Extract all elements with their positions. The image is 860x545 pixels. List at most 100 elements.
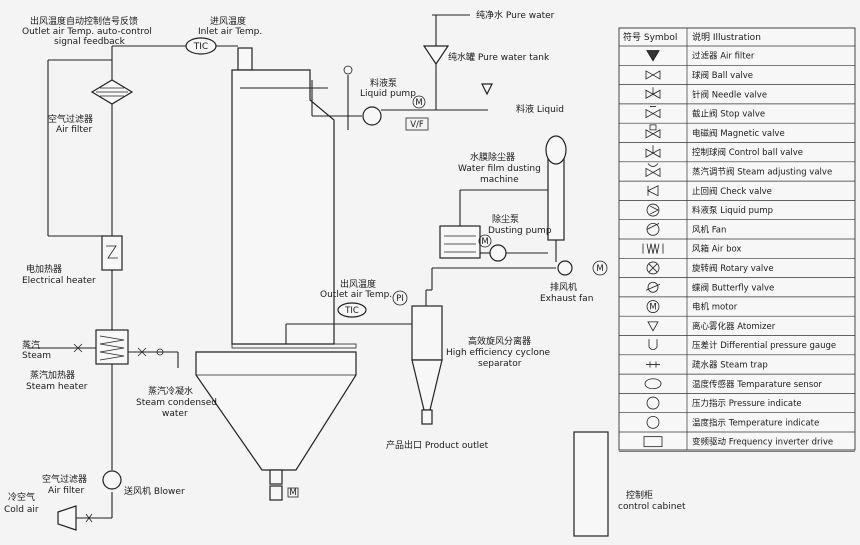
legend-row: 风箱 Air box xyxy=(619,243,855,259)
legend-row: 过滤器 Air filter xyxy=(619,50,855,66)
exhaust-fan-cn: 排风机 xyxy=(550,281,577,293)
outlet-temp-en: Outlet air Temp. xyxy=(320,290,392,300)
air-box-symbol xyxy=(642,243,664,254)
liquid-pump-cn: 料液泵 xyxy=(370,77,397,89)
pure-water-label: 纯净水 Pure water xyxy=(476,9,555,21)
air-distributor xyxy=(237,47,253,71)
legend-row: 旋转阀 Rotary valve xyxy=(619,261,855,278)
svg-text:V/F: V/F xyxy=(410,120,424,130)
steam-condensed-en2: water xyxy=(162,409,188,419)
water-film-cn: 水膜除尘器 xyxy=(470,151,515,163)
legend-item-label: 针阀 Needle valve xyxy=(692,89,767,100)
product-outlet-label: 产品出口 Product outlet xyxy=(386,439,489,451)
legend-item-label: 过滤器 Air filter xyxy=(692,51,755,62)
liquid-label: 料液 Liquid xyxy=(516,103,564,115)
diagram-labels: 出风温度自动控制信号反馈 Outlet air Temp. auto-contr… xyxy=(4,9,686,515)
motor-symbol: M xyxy=(646,300,660,313)
steam-cn: 蒸汽 xyxy=(22,339,40,351)
legend-row: 蒸汽调节阀 Steam adjusting valve xyxy=(619,163,855,182)
steam-en: Steam xyxy=(22,351,51,361)
steam-heater-cn: 蒸汽加热器 xyxy=(30,369,75,381)
dusting-pump-cn: 除尘泵 xyxy=(492,213,519,225)
legend-item-label: 蒸汽调节阀 Steam adjusting valve xyxy=(692,166,832,177)
legend-header-illustration: 说明 Illustration xyxy=(692,31,761,43)
exhaust-fan-group: M xyxy=(426,240,608,291)
legend-row: M 电机 motor xyxy=(619,300,855,317)
air-filter-bottom-cn: 空气过滤器 xyxy=(42,473,87,485)
cyclone-en2: separator xyxy=(478,359,522,369)
needle-valve-symbol xyxy=(645,87,661,99)
dusting-pump-en: Dusting pump xyxy=(488,226,552,236)
stop-valve-symbol xyxy=(645,106,661,119)
electrical-heater-cn: 电加热器 xyxy=(26,263,62,275)
water-film-en1: Water film dusting xyxy=(458,164,541,174)
differential-pressure-gauge-symbol xyxy=(648,339,658,351)
check-valve-symbol xyxy=(647,185,659,197)
liquid-pump xyxy=(362,106,382,126)
legend-row: 控制球阀 Control ball valve xyxy=(619,145,855,163)
inlet-temp-controller: TIC xyxy=(185,37,253,71)
outlet-temp-cn: 出风温度 xyxy=(340,278,376,290)
legend-row: 压力指示 Pressure indicate xyxy=(619,396,855,414)
pure-water-tank-label: 纯水罐 Pure water tank xyxy=(448,51,550,63)
outlet-feedback-en1: Outlet air Temp. auto-control xyxy=(22,27,152,37)
legend-item-label: 温度指示 Temperature indicate xyxy=(692,417,819,428)
air-supply-line xyxy=(28,45,238,531)
outlet-feedback-en2: signal feedback xyxy=(54,37,126,47)
legend-item-label: 离心雾化器 Atomizer xyxy=(692,321,776,332)
legend-item-label: 压差计 Differential pressure gauge xyxy=(692,340,836,351)
steam-heater xyxy=(95,329,129,365)
liquid-pump-en: Liquid pump xyxy=(360,89,416,99)
legend-item-label: 疏水器 Steam trap xyxy=(692,359,768,370)
legend-item-label: 止回阀 Check valve xyxy=(692,186,772,197)
control-ball-valve-symbol xyxy=(645,145,661,158)
legend-row: 风机 Fan xyxy=(619,222,855,240)
temperature-sensor-symbol xyxy=(644,378,662,390)
control-cabinet-en: control cabinet xyxy=(618,502,686,512)
legend-row: 电磁阀 Magnetic valve xyxy=(619,124,855,143)
fan-symbol xyxy=(646,222,660,236)
legend-item-label: 控制球阀 Control ball valve xyxy=(692,147,803,158)
legend-row: 球阀 Ball valve xyxy=(619,70,855,85)
dusting-pump xyxy=(489,244,507,262)
legend-item-label: 风箱 Air box xyxy=(692,244,741,255)
outlet-feedback-cn: 出风温度自动控制信号反馈 xyxy=(30,15,138,27)
svg-text:M: M xyxy=(596,264,603,274)
legend-item-label: 变频驱动 Frequency inverter drive xyxy=(692,437,833,448)
svg-text:TIC: TIC xyxy=(193,42,208,52)
legend-row: 压差计 Differential pressure gauge xyxy=(619,339,855,356)
svg-text:M: M xyxy=(289,488,296,498)
svg-text:M: M xyxy=(649,303,656,313)
legend-item-label: 压力指示 Pressure indicate xyxy=(692,398,802,409)
air-filter-top-en: Air filter xyxy=(56,125,92,135)
liquid-pump-group: M V/F xyxy=(311,65,488,131)
legend-row: 截止阀 Stop valve xyxy=(619,106,855,124)
cold-air-cn: 冷空气 xyxy=(8,491,35,503)
svg-text:TIC: TIC xyxy=(344,306,359,316)
ball-valve-symbol xyxy=(645,70,661,80)
inlet-temp-en: Inlet air Temp. xyxy=(198,27,262,37)
legend-row: 温度指示 Temperature indicate xyxy=(619,415,855,433)
frequency-inverter-symbol xyxy=(643,436,663,448)
svg-text:PI: PI xyxy=(396,294,404,304)
electrical-heater-en: Electrical heater xyxy=(22,276,96,286)
cold-air-inlet xyxy=(57,505,77,531)
legend-row: 变频驱动 Frequency inverter drive xyxy=(619,436,855,452)
steam-condensed-en1: Steam condensed xyxy=(136,398,217,408)
legend-row: 针阀 Needle valve xyxy=(619,87,855,105)
drying-tower: M xyxy=(195,69,357,501)
cold-air-en: Cold air xyxy=(4,505,39,515)
legend-row: 蝶阀 Butterfly valve xyxy=(619,281,855,298)
legend-item-label: 电机 motor xyxy=(692,302,738,313)
legend-item-label: 旋转阀 Rotary valve xyxy=(692,263,774,274)
svg-text:M: M xyxy=(481,237,488,247)
control-cabinet xyxy=(573,431,609,537)
legend-row: 止回阀 Check valve xyxy=(619,185,855,201)
inlet-temp-cn: 进风温度 xyxy=(210,15,246,27)
steam-condensed-cn: 蒸汽冷凝水 xyxy=(148,385,193,397)
legend-item-label: 电磁阀 Magnetic valve xyxy=(692,128,785,139)
temperature-indicate-symbol xyxy=(646,415,660,429)
steam-inlet-valve xyxy=(73,343,83,353)
blower xyxy=(102,470,122,490)
